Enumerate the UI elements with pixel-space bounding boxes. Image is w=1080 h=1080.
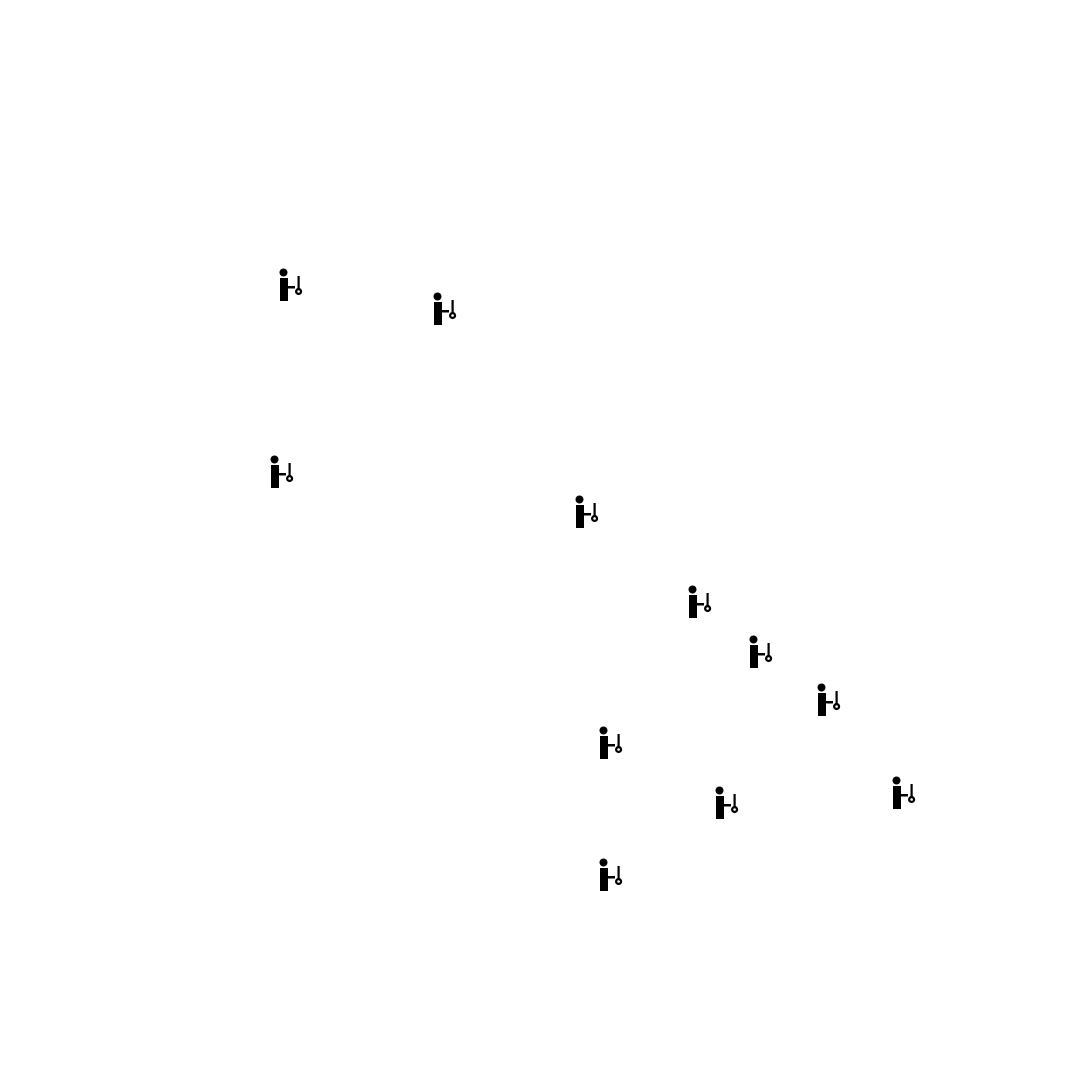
person-with-thermometer-icon (713, 786, 741, 820)
person-with-thermometer-icon (573, 495, 601, 529)
person-with-thermometer-icon (747, 635, 775, 669)
person-with-thermometer-icon (597, 858, 625, 892)
person-with-thermometer-icon (277, 268, 305, 302)
person-with-thermometer-icon (431, 292, 459, 326)
person-with-thermometer-icon (815, 683, 843, 717)
person-with-thermometer-icon (890, 776, 918, 810)
person-with-thermometer-icon (268, 455, 296, 489)
person-with-thermometer-icon (597, 726, 625, 760)
person-with-thermometer-icon (686, 585, 714, 619)
